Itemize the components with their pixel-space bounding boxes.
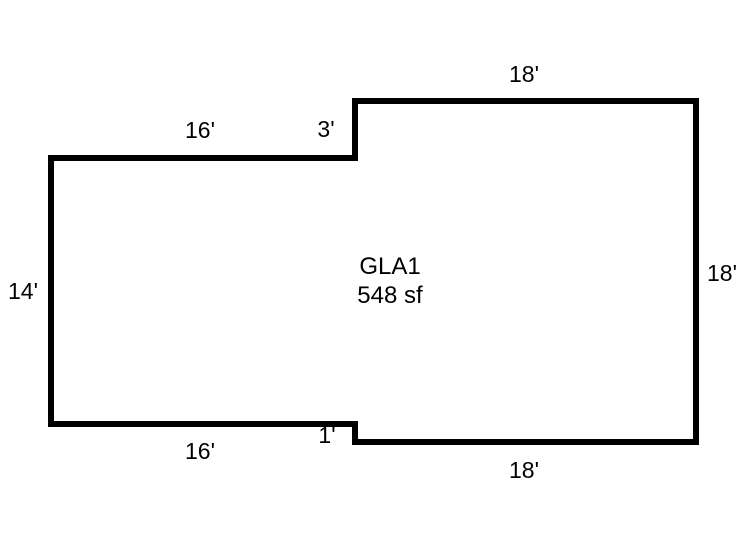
dimension-bottom-right: 18': [509, 457, 539, 483]
dimension-right: 18': [707, 260, 737, 286]
dimension-top-step: 3': [317, 116, 334, 142]
dimension-left: 14': [8, 278, 38, 304]
area-name: GLA1: [359, 253, 420, 280]
dimension-top-right: 18': [509, 61, 539, 87]
gla1-outline: [48, 98, 699, 445]
dimension-bottom-step: 1': [318, 422, 335, 448]
area-size: 548 sf: [357, 282, 423, 309]
dimension-top-left: 16': [185, 117, 215, 143]
dimension-bottom-left: 16': [185, 438, 215, 464]
